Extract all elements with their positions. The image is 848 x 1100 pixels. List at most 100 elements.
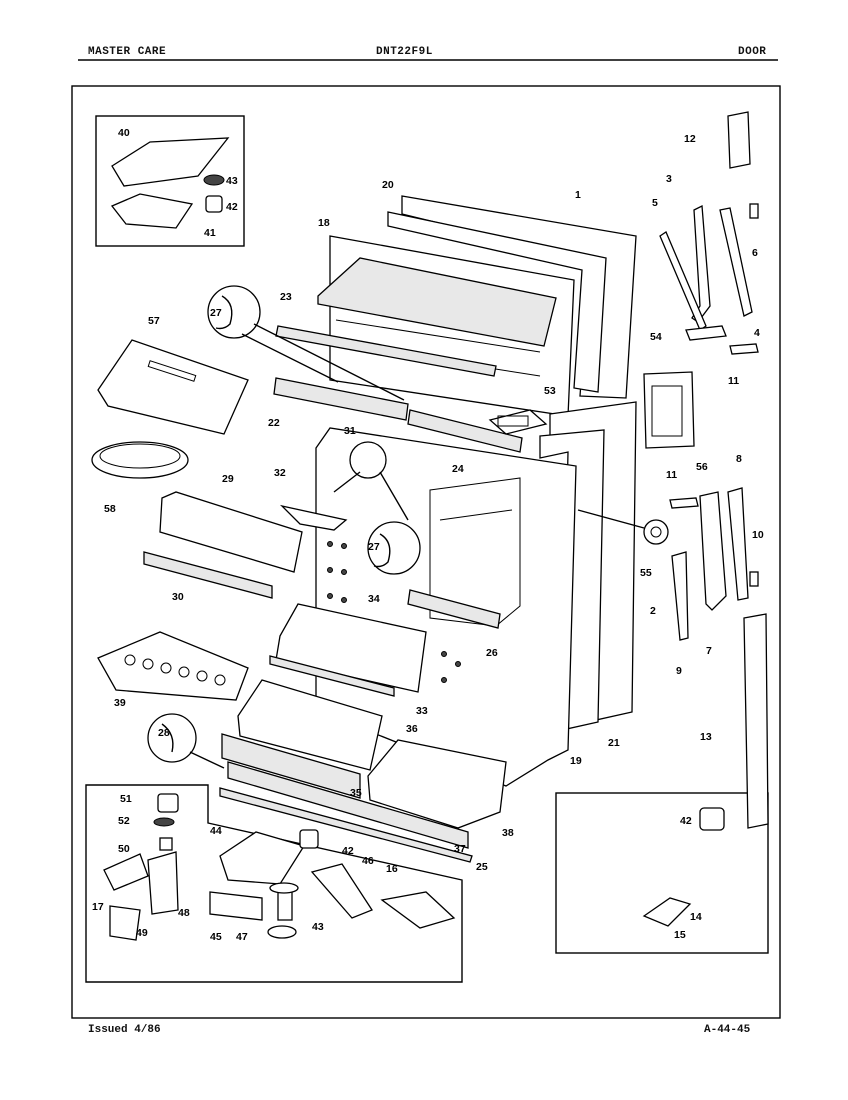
- model-number: DNT22F9L: [376, 46, 433, 58]
- nut-42-inset: [699, 807, 725, 831]
- handle-cap-53: [488, 409, 548, 435]
- callout-31: 31: [344, 425, 356, 437]
- freezer-shelf-top: [317, 257, 557, 347]
- callout-19: 19: [570, 755, 582, 767]
- callout-28: 28: [158, 727, 170, 739]
- callout-25: 25: [476, 861, 488, 873]
- section-title: DOOR: [738, 46, 767, 58]
- callout-7: 7: [706, 645, 712, 657]
- hinge-strap-9: [671, 551, 689, 641]
- door-shelf-trim-35: [221, 733, 361, 799]
- callout-40: 40: [118, 127, 130, 139]
- callout-57: 57: [148, 315, 160, 327]
- hinge-shim-11-lower: [669, 497, 699, 509]
- door-trim-13: [743, 613, 769, 829]
- callout-53: 53: [544, 385, 556, 397]
- callout-42-upper: 42: [226, 201, 238, 213]
- egg-tray: [97, 631, 249, 701]
- door-bin-36: [237, 679, 383, 771]
- callout-38: 38: [502, 827, 514, 839]
- door-bin-34: [275, 603, 427, 693]
- callout-51: 51: [120, 793, 132, 805]
- callout-15: 15: [674, 929, 686, 941]
- callout-42-kit: 42: [342, 845, 354, 857]
- callout-50: 50: [118, 843, 130, 855]
- door-shelf-trim-37: [227, 761, 469, 849]
- callout-29: 29: [222, 473, 234, 485]
- callout-43-kit: 43: [312, 921, 324, 933]
- detail-circle-31: [349, 441, 387, 479]
- hinge-plate-40: [111, 137, 230, 187]
- callout-41: 41: [204, 227, 216, 239]
- callout-26: 26: [486, 647, 498, 659]
- dairy-trim-strip: [143, 551, 273, 599]
- callout-27-lower: 27: [368, 541, 380, 553]
- callout-47: 47: [236, 931, 248, 943]
- bracket-14-15: [642, 897, 692, 927]
- callout-34: 34: [368, 593, 380, 605]
- dairy-compartment-cover: [97, 339, 249, 435]
- bracket-49: [109, 905, 141, 941]
- nut-42: [205, 195, 223, 213]
- dairy-door-hinge-32: [279, 504, 348, 531]
- hinge-plate-44: [219, 831, 306, 885]
- callout-12: 12: [684, 133, 696, 145]
- shim-45: [209, 891, 263, 921]
- freezer-shelf-bar-24: [407, 409, 523, 453]
- washer-47-top: [269, 882, 299, 894]
- pin-50: [159, 837, 173, 851]
- bracket-16: [380, 891, 456, 929]
- bin-trim-33: [269, 655, 395, 697]
- callout-37: 37: [454, 843, 466, 855]
- callout-13: 13: [700, 731, 712, 743]
- door-shelf-bar-25: [219, 787, 473, 863]
- hinge-pin-6: [749, 203, 759, 219]
- callout-33: 33: [416, 705, 428, 717]
- nut-42-kit: [299, 829, 319, 849]
- washer-43-kit: [267, 925, 297, 939]
- egg-cups: [124, 654, 226, 686]
- callout-43-upper: 43: [226, 175, 238, 187]
- callout-58: 58: [104, 503, 116, 515]
- hinge-48: [147, 851, 179, 915]
- detail-circle-27-upper: [207, 285, 261, 339]
- hinge-bracket-46: [310, 863, 373, 919]
- callout-3: 3: [666, 173, 672, 185]
- callout-45: 45: [210, 931, 222, 943]
- callout-49: 49: [136, 927, 148, 939]
- callout-11-lower: 11: [666, 469, 677, 481]
- callout-9: 9: [676, 665, 682, 677]
- callout-22: 22: [268, 417, 280, 429]
- callout-10: 10: [752, 529, 764, 541]
- callout-24: 24: [452, 463, 464, 475]
- bracket-17: [103, 853, 149, 891]
- callout-8: 8: [736, 453, 742, 465]
- issued-date: Issued 4/86: [88, 1024, 161, 1036]
- hinge-inset-box: [95, 115, 245, 247]
- callout-20: 20: [382, 179, 394, 191]
- freezer-shelf-bar-upper: [275, 325, 497, 377]
- door-shelf-bar-26: [407, 589, 501, 629]
- callout-1: 1: [575, 189, 581, 201]
- callout-16: 16: [386, 863, 398, 875]
- butter-tray: [91, 441, 189, 479]
- callout-21: 21: [608, 737, 620, 749]
- callout-30: 30: [172, 591, 184, 603]
- hinge-gasket-41: [110, 193, 194, 229]
- hinge-kit-inset-box: [85, 784, 463, 983]
- hinge-strap-7: [699, 491, 727, 611]
- page-code: A-44-45: [704, 1024, 751, 1036]
- brand-label: MASTER CARE: [88, 46, 167, 58]
- callout-52: 52: [118, 815, 130, 827]
- callout-55: 55: [640, 567, 652, 579]
- callout-36: 36: [406, 723, 418, 735]
- freezer-shelf-bar-lower: [273, 377, 409, 421]
- callout-48: 48: [178, 907, 190, 919]
- freezer-door-outer-panel: [401, 195, 637, 399]
- callout-23: 23: [280, 291, 292, 303]
- callout-56: 56: [696, 461, 708, 473]
- hinge-shim-11-upper: [729, 343, 759, 355]
- callout-14: 14: [690, 911, 702, 923]
